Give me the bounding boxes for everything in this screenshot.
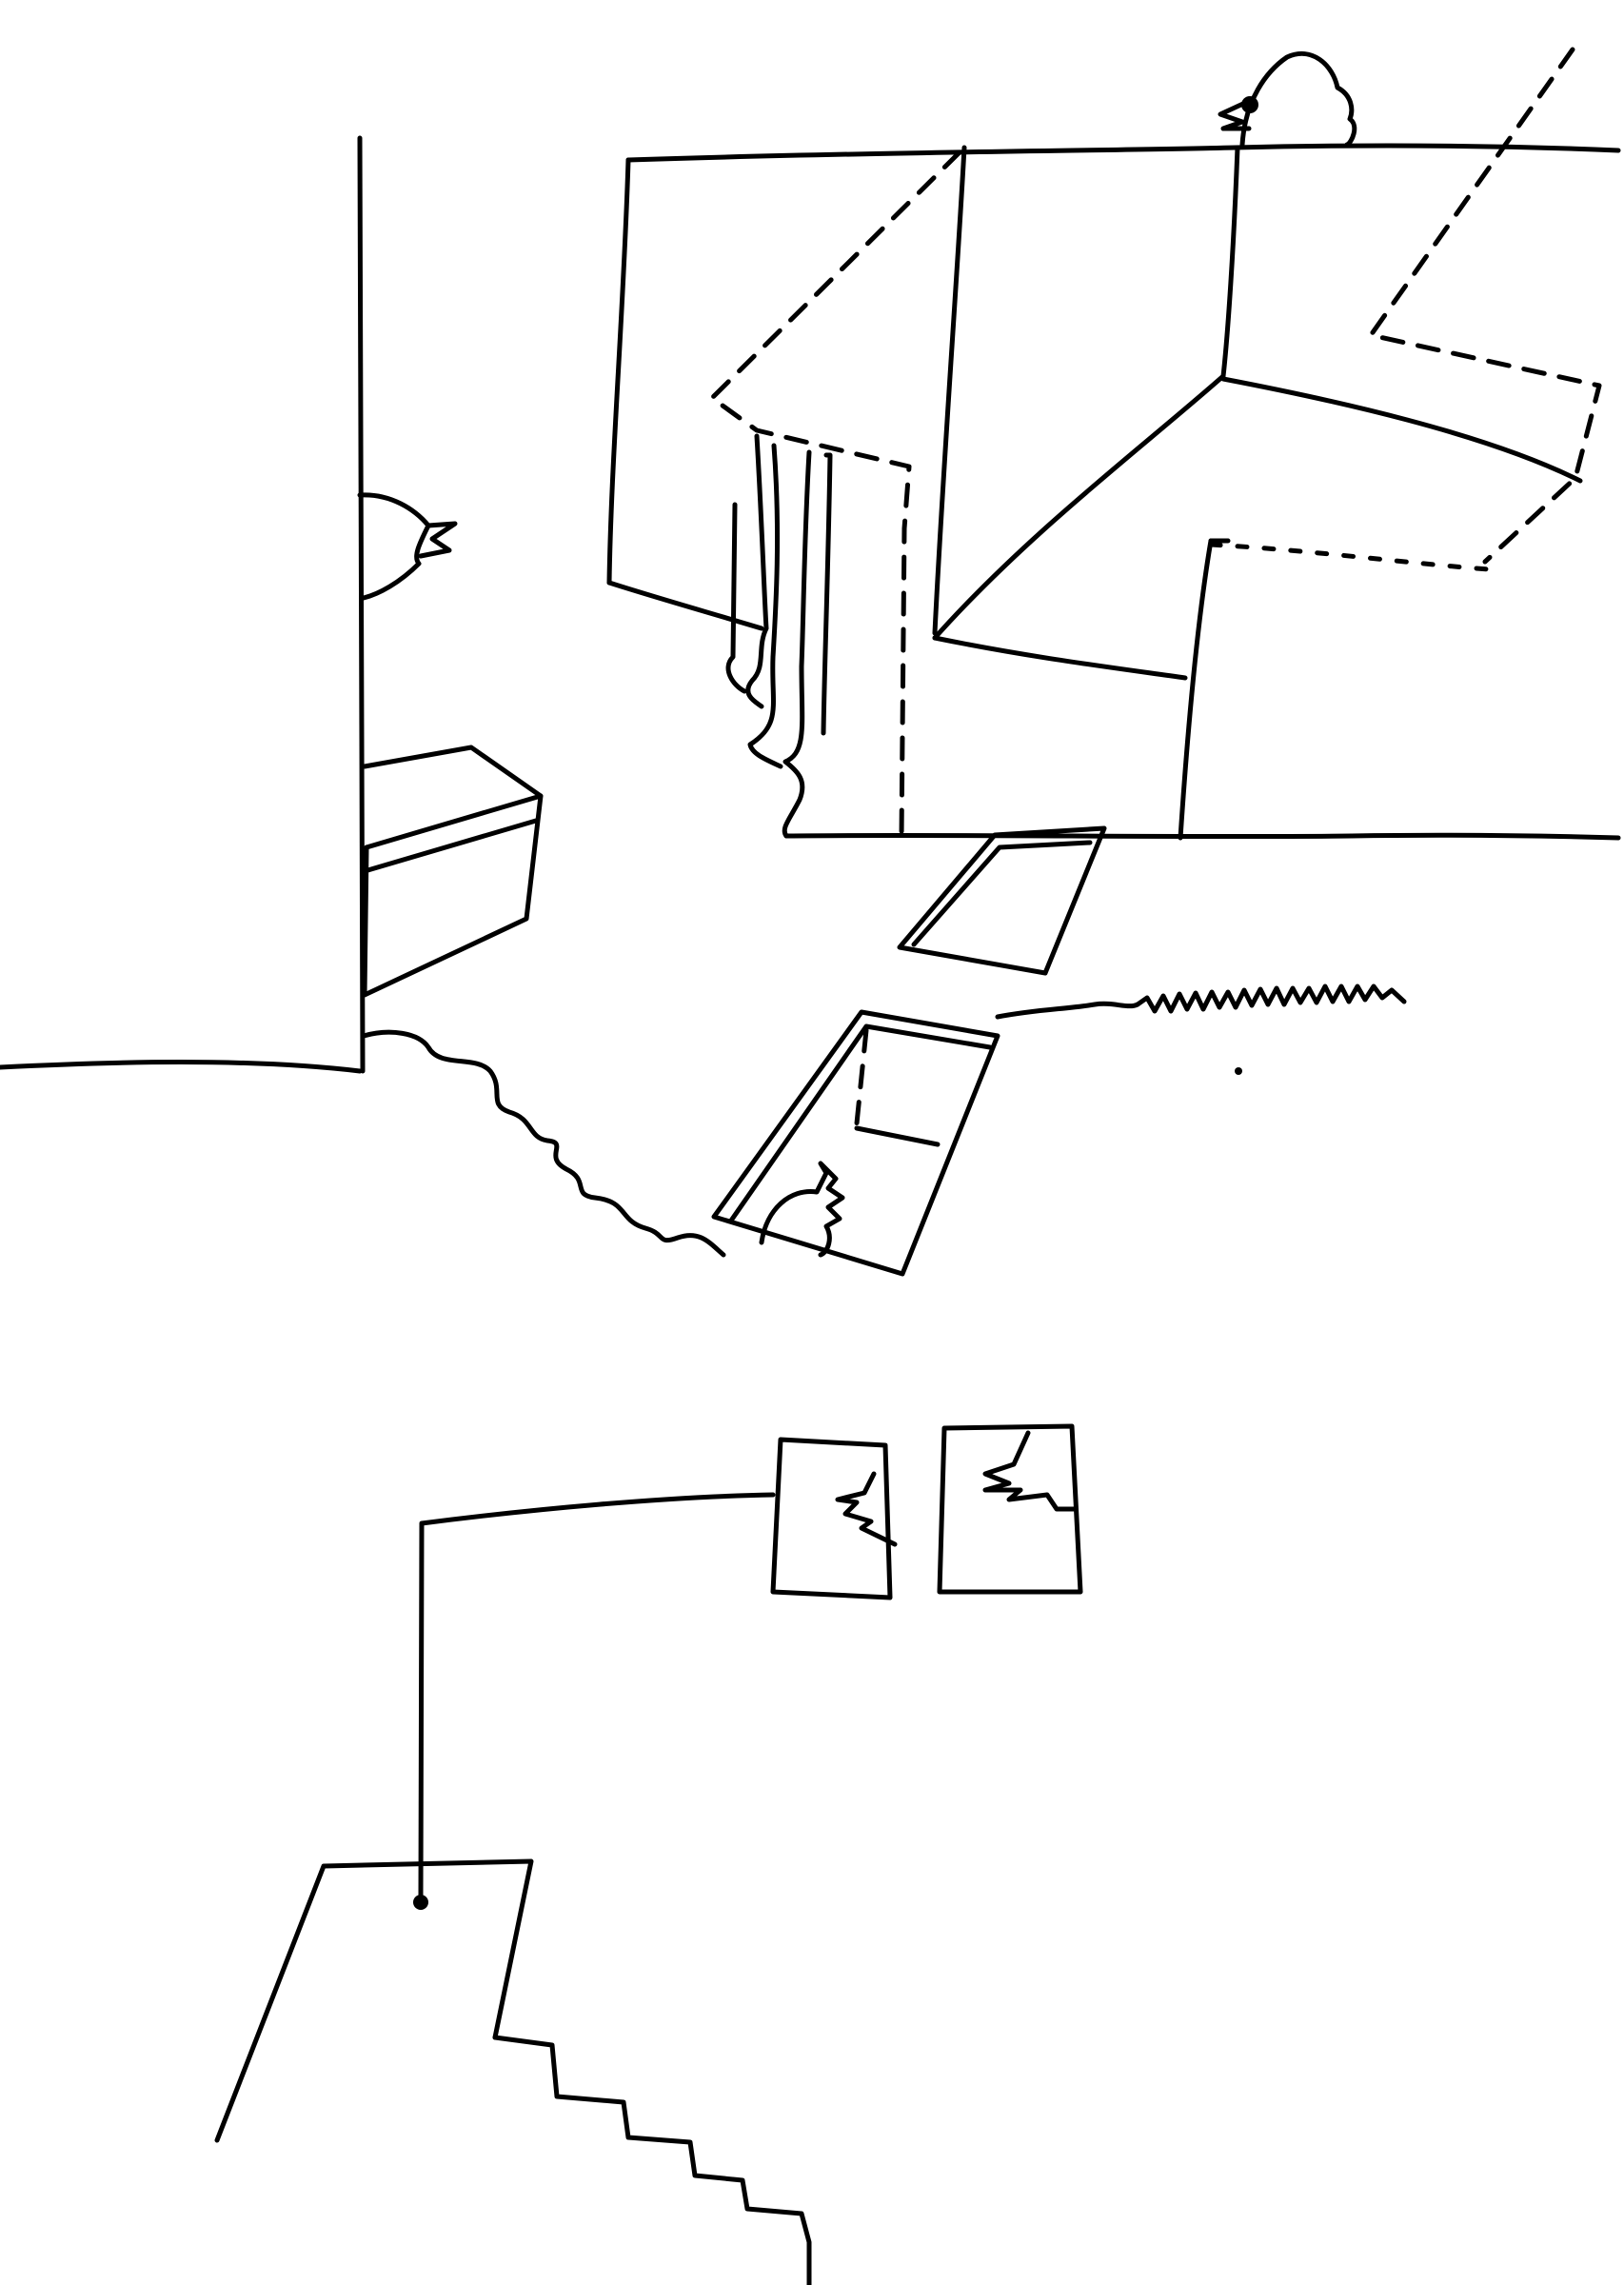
building-lower-left <box>606 580 764 631</box>
roof-slope <box>932 373 1226 641</box>
box-front <box>362 793 544 998</box>
curtain-fold-3 <box>747 443 783 769</box>
bird-left-beak <box>418 521 458 559</box>
left-wall <box>0 135 366 1074</box>
frame-right-figure <box>982 1430 1077 1512</box>
bird-roof <box>1218 50 1357 148</box>
lower-scene <box>214 1423 1083 2285</box>
stair-platform <box>214 1858 534 2143</box>
curtain-fold-1 <box>725 502 747 694</box>
box <box>362 745 544 998</box>
curtain-fold-4 <box>782 449 812 839</box>
central-building <box>606 143 1621 841</box>
curtain <box>725 433 833 839</box>
staircase <box>214 1858 812 2285</box>
frame-left-border <box>770 1437 893 1600</box>
right-block-ledge <box>1220 376 1583 484</box>
dashed-roof-left <box>709 149 962 841</box>
upper-scene <box>0 47 1621 1277</box>
bird-roof-eye <box>1241 96 1258 113</box>
dotted-ledge-right <box>1208 542 1493 572</box>
skylight-near-dashed <box>854 1027 869 1126</box>
dashed-diagonal-right <box>1368 47 1602 565</box>
zigzag-lead <box>995 1001 1140 1020</box>
skylight-near <box>711 1009 1000 1277</box>
frame-left <box>770 1437 898 1600</box>
curtain-fold-5 <box>821 452 833 736</box>
frame-right-border <box>937 1423 1083 1595</box>
hanging-cable <box>418 1492 776 1898</box>
dashed-outlines <box>709 47 1602 841</box>
zigzag-line <box>995 984 1407 1075</box>
cable-dot <box>413 1895 428 1910</box>
wavy-ground-line <box>361 1029 726 1258</box>
bird-roof-body <box>1239 50 1357 148</box>
roofline <box>625 143 1621 163</box>
ground-line-left <box>0 1060 363 1074</box>
bird-left-wall <box>357 492 458 601</box>
figure-in-skylight <box>759 1161 845 1258</box>
frame-left-figure <box>835 1471 898 1547</box>
bird-roof-beak <box>1218 100 1252 131</box>
stray-dot <box>1235 1067 1242 1075</box>
skylight-near-inner <box>728 1023 993 1223</box>
right-block-edge <box>1178 538 1214 841</box>
frame-right <box>937 1423 1083 1595</box>
skylight-far <box>897 825 1107 976</box>
building-inner-ledge <box>932 635 1188 681</box>
base-line <box>783 832 1621 841</box>
zigzag-teeth <box>1135 984 1407 1014</box>
skylight-far-inner <box>911 840 1093 947</box>
stair-steps <box>492 2035 812 2285</box>
curtain-fold-2 <box>745 433 769 709</box>
building-left-edge <box>606 157 631 586</box>
box-band <box>362 818 539 874</box>
skylight-near-crossbar <box>854 1125 941 1147</box>
box-top <box>362 745 544 850</box>
building-right-edge <box>1220 145 1240 379</box>
skylight-far-outer <box>897 825 1107 976</box>
building-divider <box>932 145 967 636</box>
left-wall-edge <box>357 135 366 1074</box>
skylight-near-outer <box>711 1009 1000 1277</box>
bird-left-body <box>357 492 431 601</box>
